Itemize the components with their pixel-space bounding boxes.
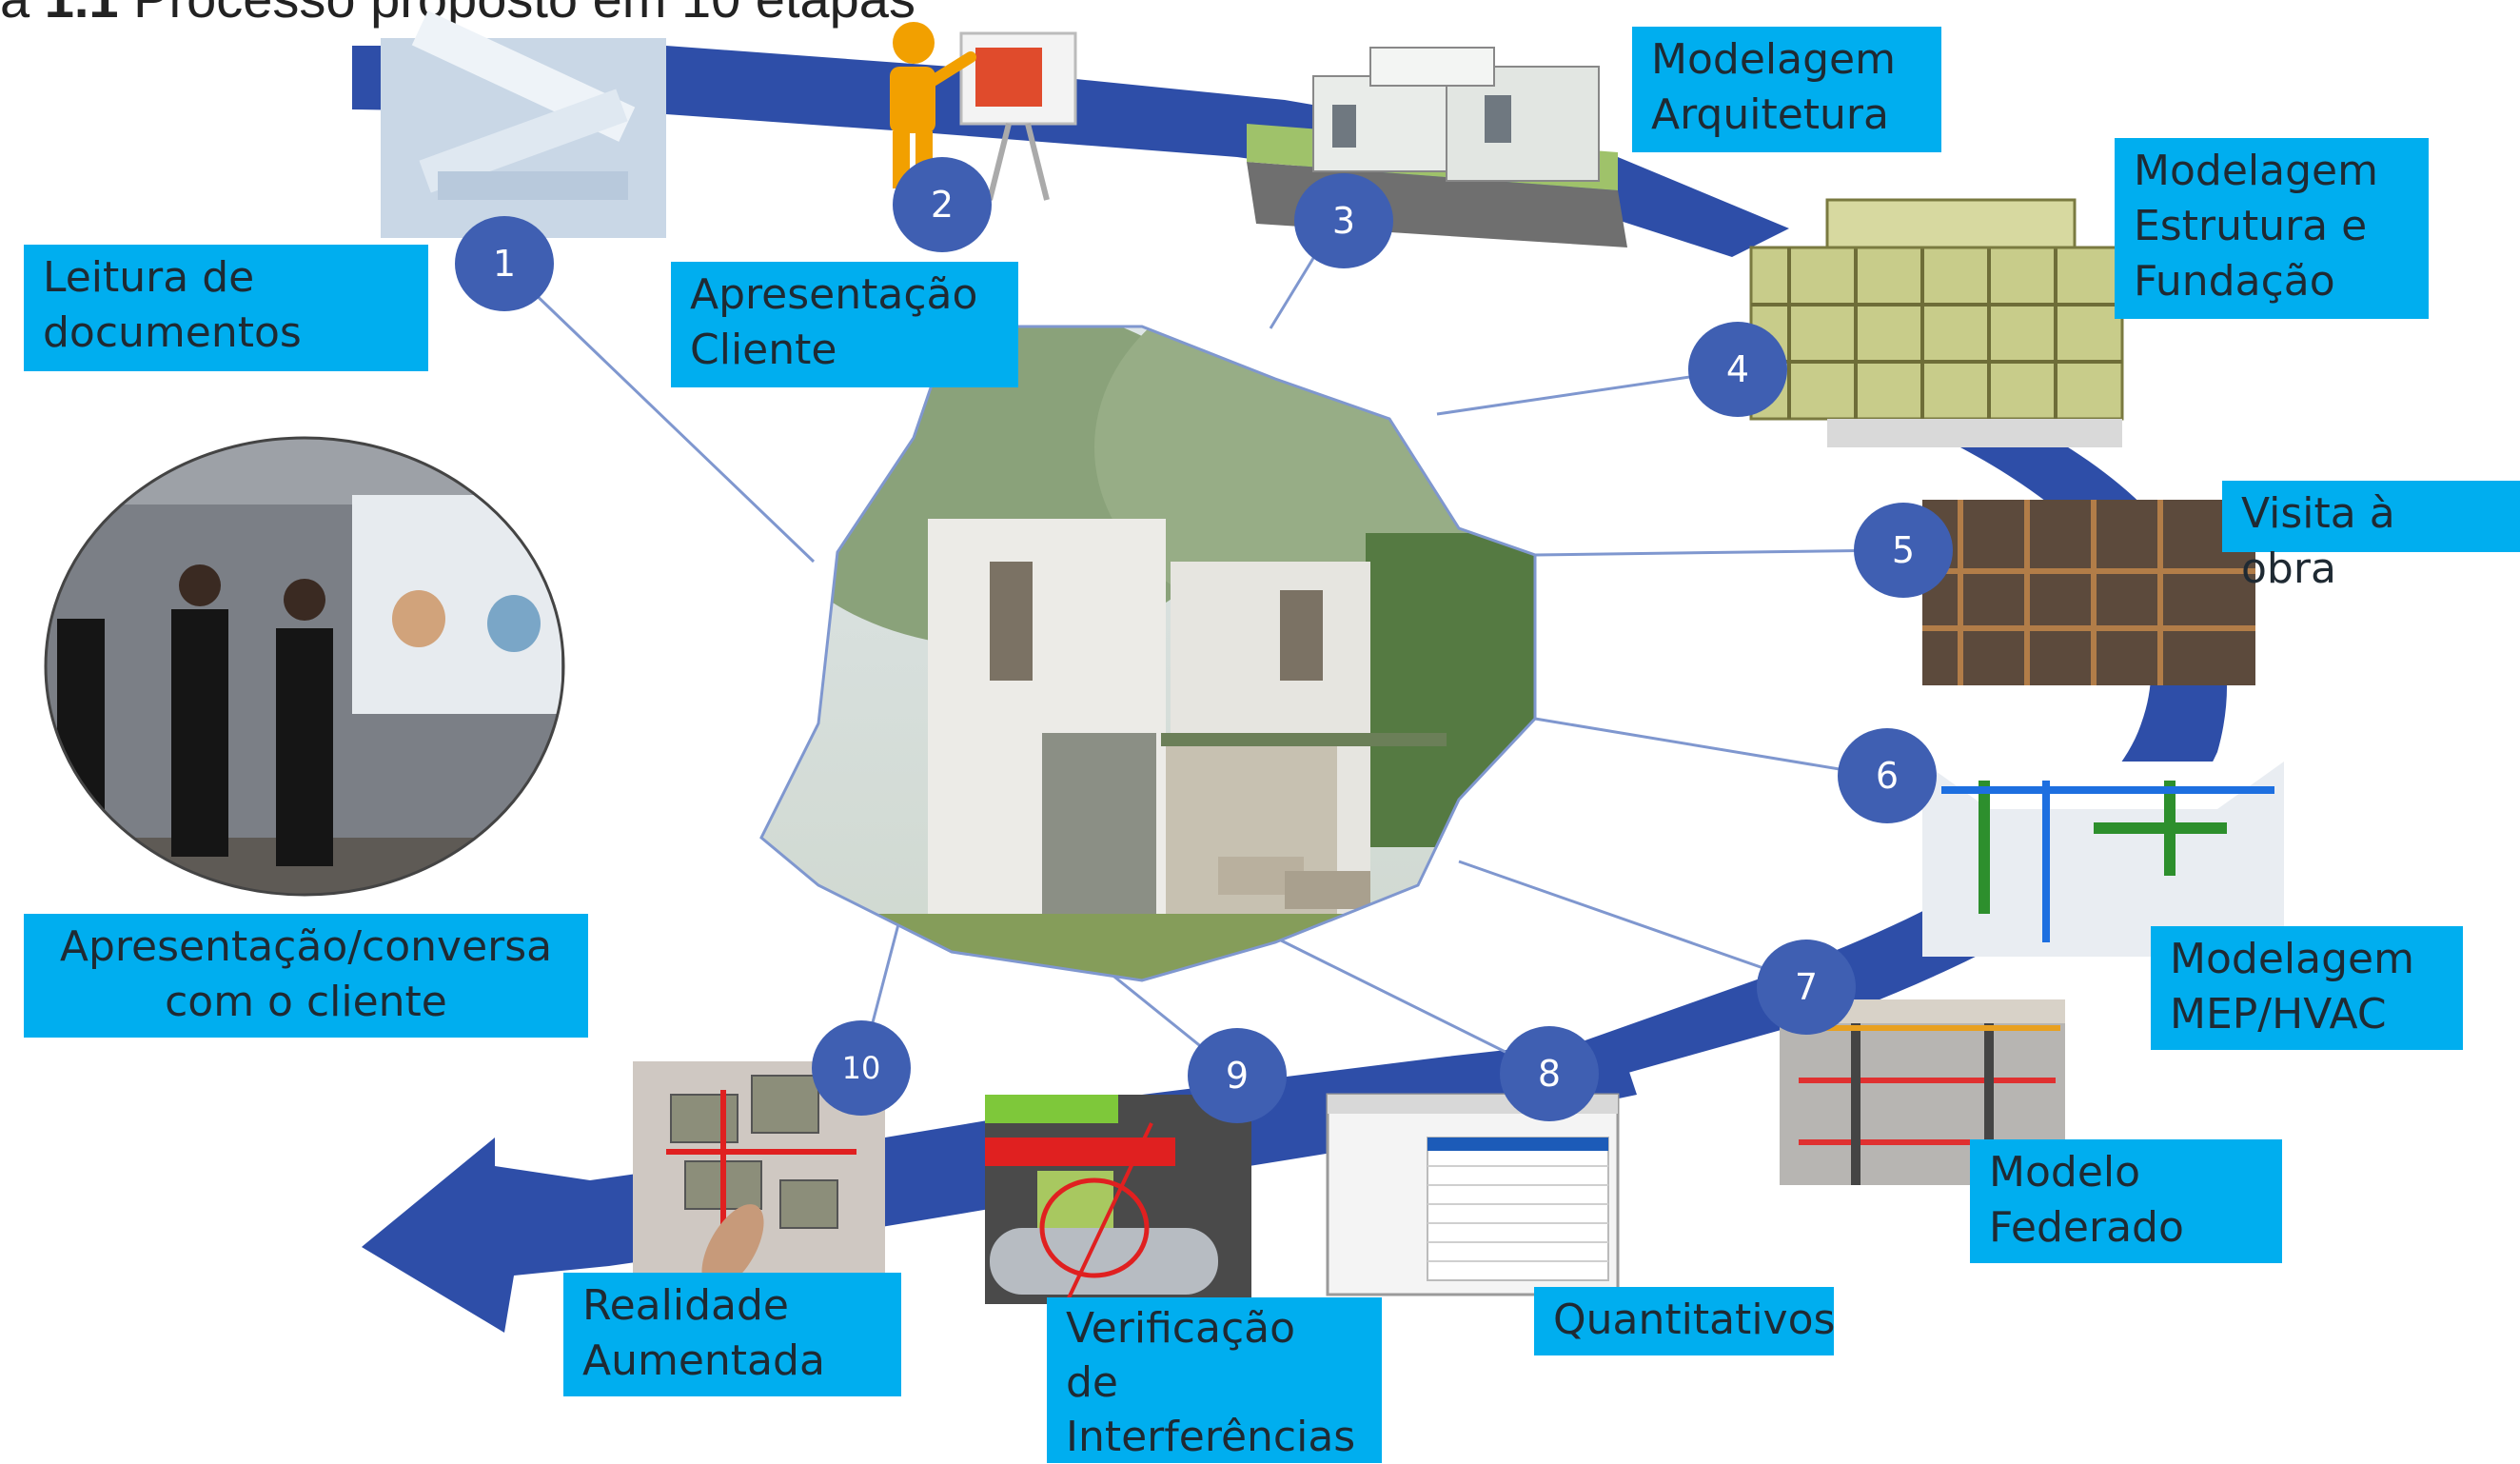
diagram-title: a 1.1 Processo proposto em 10 etapas [0,0,915,30]
label-realidade-aumentada: Realidade Aumentada [563,1273,901,1396]
flow-arrow-top [352,46,1789,257]
step-number-5: 5 [1891,529,1916,571]
flow-arrow-right [1580,409,2228,1076]
label-modelo-federado: Modelo Federado [1970,1139,2282,1263]
label-verificacao: Verificação de Interferências [1047,1297,1382,1463]
label-quantitativos: Quantitativos [1534,1287,1835,1355]
step-number-6: 6 [1875,755,1900,797]
step-number-10: 10 [841,1050,881,1086]
client-meeting-photo [46,438,563,895]
presenter-icon [890,22,1077,201]
mep-model [1922,762,2284,957]
clash-detection [985,1095,1251,1305]
step-number-2: 2 [930,184,955,226]
label-modelagem-mep: Modelagem MEP/HVAC [2151,926,2463,1050]
label-modelagem-estrutura: Modelagem Estrutura e Fundação [2115,138,2429,319]
step-number-9: 9 [1225,1055,1250,1097]
step-nodes [455,157,1953,1123]
quantity-table [1326,1093,1620,1296]
site-visit-photo [1922,500,2255,685]
rolled-blueprints-photo [381,10,666,238]
structure-model [1749,198,2124,447]
step-number-1: 1 [492,243,517,285]
label-leitura: Leitura de documentos [24,245,428,371]
step-number-4: 4 [1725,348,1750,390]
label-modelagem-arquitetura: Modelagem Arquitetura [1632,27,1941,152]
label-apresentacao-cliente: Apresentação Cliente [671,262,1018,387]
step-number-3: 3 [1331,200,1356,242]
label-client-conversation: Apresentação/conversa com o cliente [24,914,588,1038]
label-visita-obra: Visita à obra [2222,481,2520,593]
step-number-7: 7 [1794,966,1819,1008]
step-number-8: 8 [1537,1053,1562,1095]
